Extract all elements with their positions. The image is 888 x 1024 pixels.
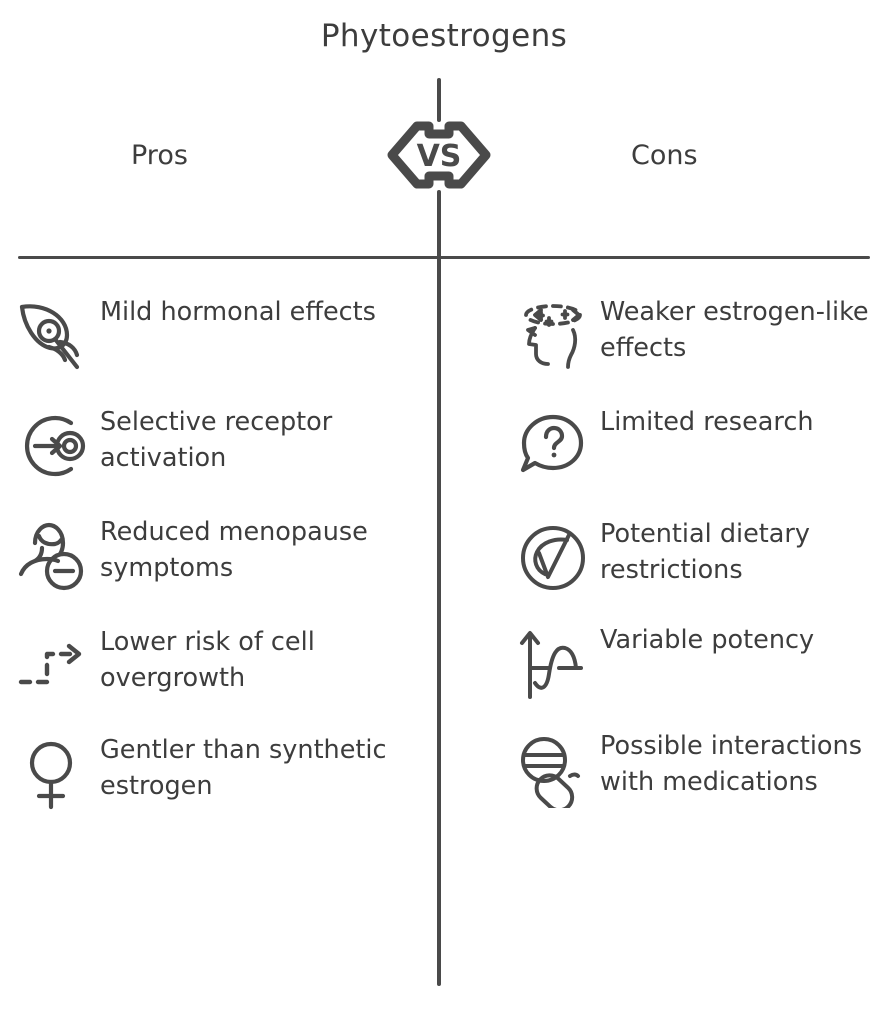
list-item-label: Lower risk of cell overgrowth: [100, 627, 315, 693]
list-item: Mild hormonal effects: [8, 292, 428, 374]
vs-badge: VS: [385, 112, 493, 198]
list-item-label: Variable potency: [600, 625, 815, 655]
list-item-label: Selective receptor activation: [100, 407, 333, 473]
list-item: Possible interactions with medications: [508, 726, 886, 808]
cons-column: Weaker estrogen-like effects Limited res…: [508, 292, 886, 830]
circle-checkmark-icon: [508, 514, 600, 596]
vs-hexagon-shape: [387, 121, 491, 189]
list-item-label: Reduced menopause symptoms: [100, 517, 368, 583]
leaf-eye-icon: [8, 292, 100, 374]
person-minus-icon: [8, 512, 100, 594]
pill-capsule-icon: [508, 726, 600, 808]
list-item-label: Limited research: [600, 407, 814, 437]
arrow-target-circle-icon: [8, 402, 100, 484]
list-item: Lower risk of cell overgrowth: [8, 622, 428, 704]
page-title: Phytoestrogens: [320, 18, 568, 54]
column-heading-pros: Pros: [131, 140, 188, 171]
list-item: Variable potency: [508, 620, 886, 702]
dashed-step-arrow-icon: [8, 622, 100, 704]
list-item: Reduced menopause symptoms: [8, 512, 428, 594]
list-item: Potential dietary restrictions: [508, 514, 886, 596]
axis-wave-curve-icon: [508, 620, 600, 702]
list-item: Selective receptor activation: [8, 402, 428, 484]
list-item-label: Potential dietary restrictions: [600, 519, 810, 585]
column-heading-cons: Cons: [631, 140, 698, 171]
list-item-label: Gentler than synthetic estrogen: [100, 735, 387, 801]
list-item-label: Possible interactions with medications: [600, 731, 862, 797]
list-item-label: Mild hormonal effects: [100, 297, 376, 327]
header-divider: [18, 256, 870, 259]
vs-badge-label: VS: [417, 139, 462, 174]
venus-female-symbol-icon: [8, 730, 100, 812]
pros-column: Mild hormonal effects Selective receptor…: [8, 292, 428, 834]
list-item: Weaker estrogen-like effects: [508, 292, 886, 374]
center-divider-top: [437, 78, 441, 122]
list-item: Limited research: [508, 402, 886, 484]
center-divider-main: [437, 190, 441, 986]
list-item: Gentler than synthetic estrogen: [8, 730, 428, 812]
speech-bubble-question-icon: [508, 402, 600, 484]
head-dashed-halo-icon: [508, 292, 600, 374]
list-item-label: Weaker estrogen-like effects: [600, 297, 869, 363]
